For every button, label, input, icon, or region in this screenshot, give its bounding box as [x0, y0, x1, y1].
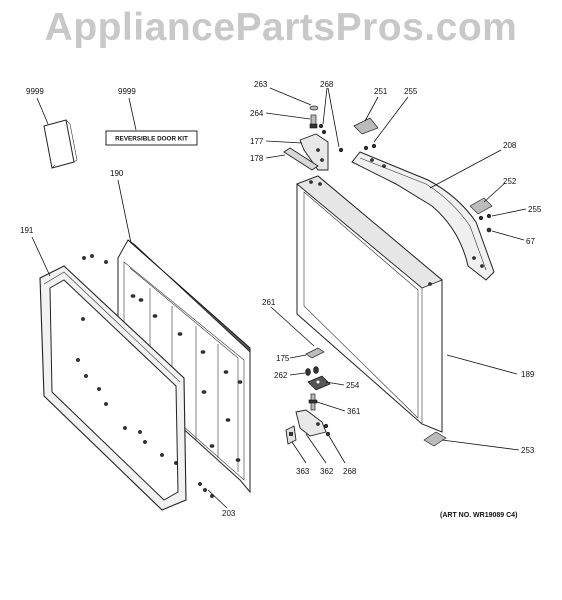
leader-9999b	[128, 97, 137, 131]
callout-264: 264	[250, 109, 264, 118]
leader-268b	[328, 435, 346, 464]
leader-261	[270, 306, 315, 347]
top-hinge-177-part[interactable]	[299, 133, 329, 171]
callout-177: 177	[250, 137, 264, 146]
leader-251	[364, 96, 379, 122]
hinge-plate-254-part[interactable]	[307, 375, 331, 391]
kit-label: REVERSIBLE DOOR KIT	[115, 136, 188, 143]
owner-manual-part[interactable]	[43, 119, 78, 169]
leader-362	[305, 433, 327, 464]
watermark: AppliancePartsPros.com	[44, 6, 518, 49]
callout-189: 189	[521, 370, 535, 379]
leader-363	[291, 441, 307, 464]
callout-255a: 255	[404, 87, 418, 96]
leader-177	[265, 140, 303, 144]
callout-252: 252	[503, 177, 517, 186]
screws-203-part[interactable]	[76, 254, 214, 498]
leader-175	[289, 354, 307, 359]
leader-189	[446, 354, 518, 375]
screw-67-part[interactable]	[486, 227, 492, 233]
callout-191: 191	[20, 226, 34, 235]
shim-175-part[interactable]	[305, 347, 325, 359]
door-handle-part[interactable]	[351, 151, 495, 281]
leader-361	[316, 401, 346, 412]
leader-191	[31, 236, 51, 277]
callout-253: 253	[521, 446, 535, 455]
callout-268b: 268	[343, 467, 357, 476]
callout-175: 175	[276, 354, 290, 363]
callout-261: 261	[262, 298, 276, 307]
outer-door-part[interactable]	[296, 175, 443, 433]
bottom-hinge-363-part[interactable]	[285, 425, 297, 445]
door-gasket-part[interactable]	[39, 265, 187, 511]
callout-203: 203	[222, 509, 236, 518]
leader-252	[483, 182, 506, 203]
screws-255b-part[interactable]	[478, 213, 492, 221]
callout-190: 190	[110, 169, 124, 178]
callout-262: 262	[274, 371, 288, 380]
callout-251: 251	[374, 87, 388, 96]
leader-190	[117, 179, 132, 244]
leader-253	[441, 439, 520, 451]
washer-263-part[interactable]	[309, 105, 319, 111]
leader-208	[429, 149, 502, 189]
leader-255a	[373, 96, 409, 143]
leader-268a1	[322, 87, 328, 125]
leader-262	[289, 372, 306, 376]
callout-363: 363	[296, 467, 310, 476]
bottom-hinge-362-part[interactable]	[295, 409, 327, 437]
screws-268a-part[interactable]	[318, 123, 344, 153]
callout-361: 361	[347, 407, 361, 416]
leader-263	[269, 87, 312, 106]
leader-67	[491, 230, 525, 241]
leader-255b	[491, 208, 527, 217]
callout-9999b: 9999	[118, 87, 136, 96]
callout-178: 178	[250, 154, 264, 163]
callout-255b: 255	[528, 205, 542, 214]
art-number: (ART NO. WR19089 C4)	[440, 512, 517, 519]
handle-cap-251-part[interactable]	[353, 117, 379, 135]
callout-67: 67	[526, 237, 535, 246]
callout-362: 362	[320, 467, 334, 476]
leader-203	[207, 489, 228, 509]
screws-268b-part[interactable]	[323, 423, 331, 437]
bottom-cap-253-part[interactable]	[423, 431, 447, 447]
callout-254: 254	[346, 381, 360, 390]
leader-268a2	[327, 87, 340, 148]
handle-cap-252-part[interactable]	[469, 197, 493, 215]
leader-9999a	[36, 97, 49, 125]
hinge-bracket-178-part[interactable]	[283, 147, 319, 171]
leader-178	[265, 154, 286, 159]
screws-255a-part[interactable]	[363, 143, 377, 151]
reversible-door-kit-part[interactable]: REVERSIBLE DOOR KIT	[105, 130, 198, 146]
bottom-pin-361-part[interactable]	[308, 393, 318, 411]
leader-254	[325, 381, 345, 386]
spacers-262-part[interactable]	[305, 366, 319, 376]
callout-263: 263	[254, 80, 268, 89]
callout-268a: 268	[320, 80, 334, 89]
leader-264	[265, 112, 311, 120]
callout-9999a: 9999	[26, 87, 44, 96]
hinge-pin-264-part[interactable]	[309, 114, 318, 129]
callout-208: 208	[503, 141, 517, 150]
